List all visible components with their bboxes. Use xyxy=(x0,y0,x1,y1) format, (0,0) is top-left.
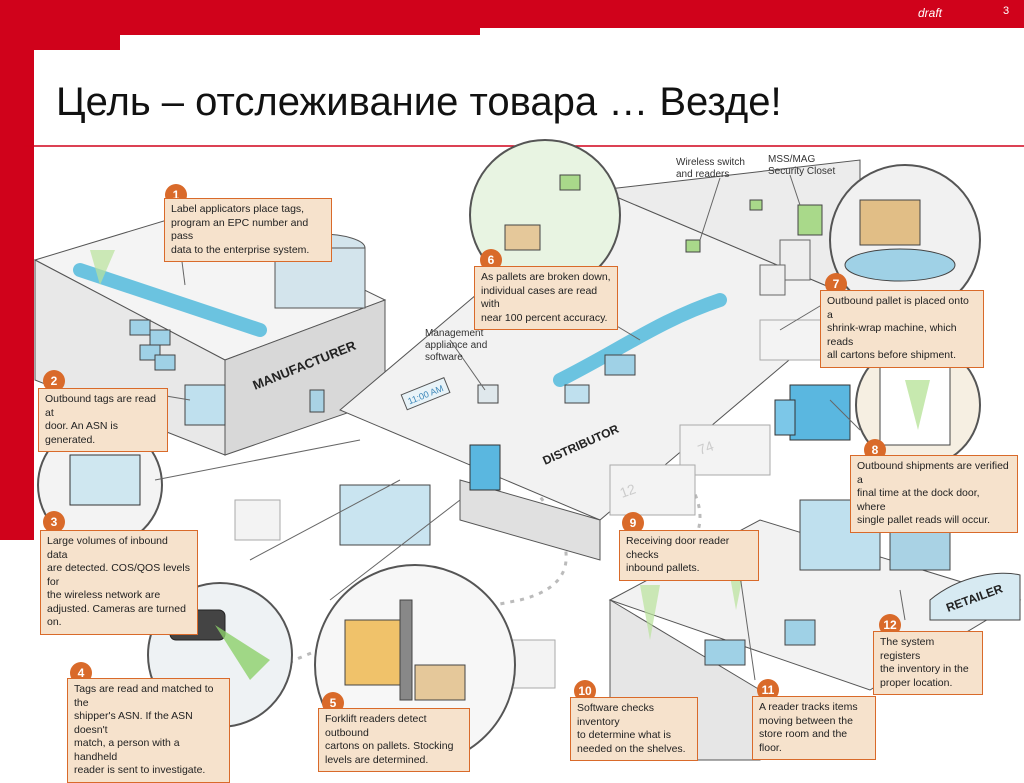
callout-10: Software checks inventory to determine w… xyxy=(570,697,698,761)
distributor-building xyxy=(339,159,861,561)
callout-badge-7: 7 xyxy=(825,273,847,295)
callout-12: The system registers the inventory in th… xyxy=(873,631,983,695)
callout-badge-12: 12 xyxy=(879,614,901,636)
callout-badge-3: 3 xyxy=(43,511,65,533)
callout-badge-9: 9 xyxy=(622,512,644,534)
callout-6: As pallets are broken down, individual c… xyxy=(474,266,618,330)
svg-text:74: 74 xyxy=(696,437,716,457)
callout-5: Forklift readers detect outbound cartons… xyxy=(318,708,470,772)
page-title: Цель – отслеживание товара … Везде! xyxy=(56,80,782,124)
callout-badge-10: 10 xyxy=(574,680,596,702)
callout-badge-2: 2 xyxy=(43,370,65,392)
callout-11: A reader tracks items moving between the… xyxy=(752,696,876,760)
truck-12: 12 xyxy=(609,464,696,516)
truck-blue xyxy=(774,384,851,441)
callout-4: Tags are read and matched to the shipper… xyxy=(67,678,230,783)
callout-8: Outbound shipments are verified a final … xyxy=(850,455,1018,533)
svg-text:12: 12 xyxy=(618,480,638,500)
callout-7: Outbound pallet is placed onto a shrink-… xyxy=(820,290,984,368)
label-management-appliance: Management appliance and software xyxy=(425,328,488,363)
draft-label: draft xyxy=(918,6,943,20)
callout-1: Label applicators place tags, program an… xyxy=(164,198,332,262)
label-security-closet: MSS/MAG Security Closet xyxy=(768,154,836,177)
callout-badge-11: 11 xyxy=(757,679,779,701)
callout-2: Outbound tags are read at door. An ASN i… xyxy=(38,388,168,452)
callout-badge-6: 6 xyxy=(480,249,502,271)
callout-3: Large volumes of inbound data are detect… xyxy=(40,530,198,635)
page-number: 3 xyxy=(1003,5,1010,17)
label-wireless-switch: Wireless switch and readers xyxy=(676,157,745,180)
truck-left xyxy=(234,499,281,541)
callout-9: Receiving door reader checks inbound pal… xyxy=(619,530,759,581)
